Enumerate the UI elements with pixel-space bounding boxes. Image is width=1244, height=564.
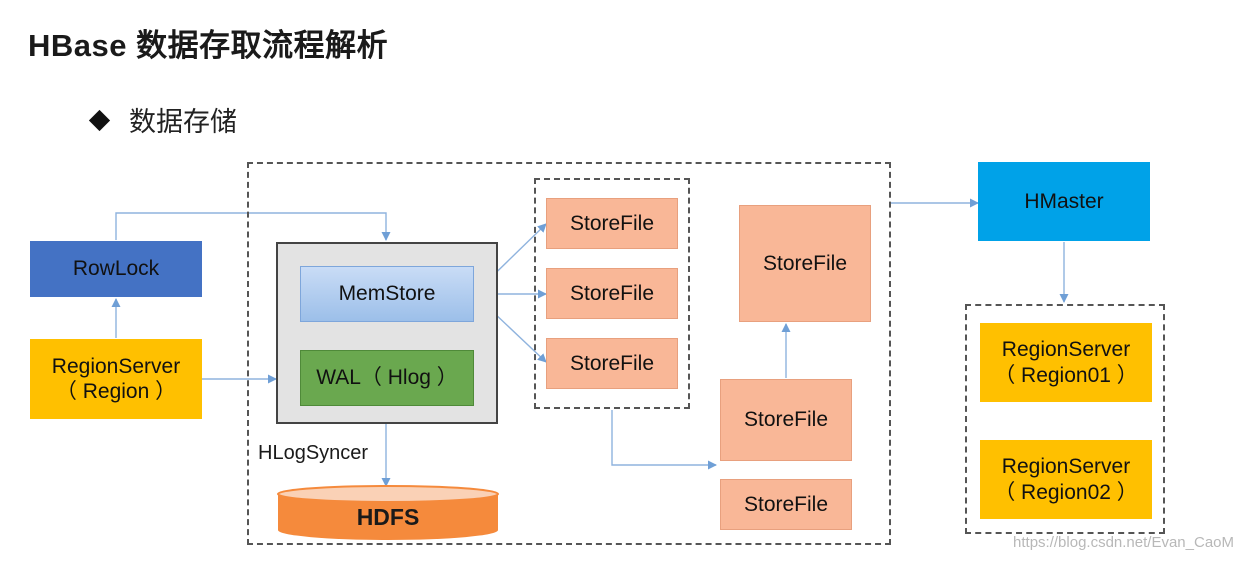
section-bullet: 数据存储 <box>88 100 237 139</box>
storefile-group-border <box>534 178 690 409</box>
regionserver-label: RegionServer <box>51 354 181 378</box>
section-heading: 数据存储 <box>129 107 237 137</box>
regionserver-group-border <box>965 304 1165 534</box>
regionserver-label: RegionServer <box>1001 455 1131 479</box>
rowlock-box: RowLock <box>30 241 202 297</box>
region-label: （ Region ） <box>55 380 177 403</box>
storefile-box: StoreFile <box>546 268 678 319</box>
arrow-rowlock-to-memstore <box>115 212 391 241</box>
hdfs-cylinder <box>277 485 499 540</box>
hdfs-label: HDFS <box>356 504 420 531</box>
storefile-merged-box: StoreFile <box>720 379 852 461</box>
wal-hlog-box: WAL（ Hlog ） <box>300 350 474 406</box>
arrow-storefiles-to-compaction <box>611 410 717 470</box>
watermark-url: https://blog.csdn.net/Evan_CaoM <box>1013 534 1234 551</box>
storefile-large-box: StoreFile <box>739 205 871 322</box>
region02-label: （ Region02 ） <box>994 480 1138 504</box>
region01-label: （ Region01 ） <box>994 363 1138 387</box>
regionserver-region-box: RegionServer （ Region ） <box>30 339 202 419</box>
storefile-box: StoreFile <box>546 198 678 249</box>
storefile-box: StoreFile <box>546 338 678 389</box>
storefile-box: StoreFile <box>720 479 852 530</box>
page-title: HBase 数据存取流程解析 <box>28 28 389 63</box>
regionserver-label: RegionServer <box>1001 338 1131 362</box>
regionserver-region01-box: RegionServer （ Region01 ） <box>980 323 1152 402</box>
hmaster-box: HMaster <box>978 162 1150 241</box>
region-dashed-border <box>247 162 891 545</box>
memstore-box: MemStore <box>300 266 474 322</box>
regionserver-region02-box: RegionServer （ Region02 ） <box>980 440 1152 519</box>
hlogsyncer-label: HLogSyncer <box>258 442 369 464</box>
